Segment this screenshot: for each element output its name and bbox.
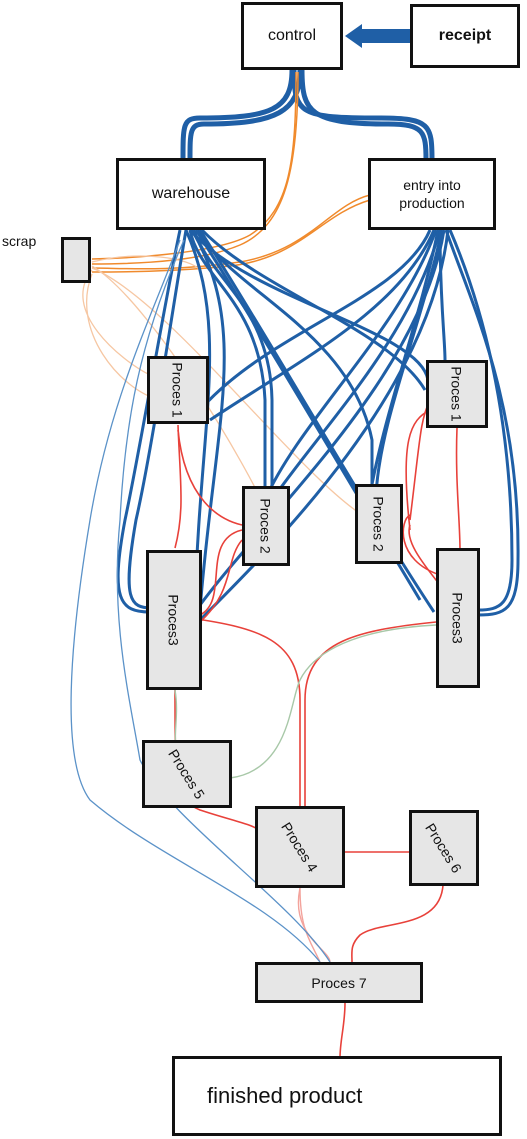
proces-1-right-label: Proces 1 bbox=[449, 366, 465, 422]
proces-1-left-box[interactable]: Proces 1 bbox=[147, 356, 209, 424]
process-faint-red-lines bbox=[297, 887, 331, 963]
proces-2-right-box[interactable]: Proces 2 bbox=[355, 484, 403, 564]
proces-5-box[interactable]: Proces 5 bbox=[142, 740, 232, 808]
proces-1-left-label: Proces 1 bbox=[170, 362, 186, 418]
process-red-lines bbox=[174, 399, 461, 1059]
proces-6-box[interactable]: Proces 6 bbox=[409, 810, 479, 886]
control-box[interactable]: control bbox=[241, 2, 343, 70]
proces-5-label: Proces 5 bbox=[165, 746, 209, 802]
entry-label-line2: production bbox=[399, 195, 465, 211]
warehouse-to-proces7-lines bbox=[70, 239, 331, 963]
warehouse-label: warehouse bbox=[151, 185, 231, 202]
proces-1-right-box[interactable]: Proces 1 bbox=[426, 360, 488, 428]
control-label: control bbox=[267, 27, 317, 44]
proces-7-label: Proces 7 bbox=[311, 974, 367, 991]
proces-2-right-label: Proces 2 bbox=[371, 496, 387, 552]
proces-6-label: Proces 6 bbox=[422, 820, 466, 876]
control-trunk-lines bbox=[180, 69, 435, 161]
proces-3-left-box[interactable]: Proces3 bbox=[146, 550, 202, 690]
finished-product-label: finished product bbox=[207, 1083, 363, 1108]
proces-2-left-label: Proces 2 bbox=[258, 498, 274, 554]
warehouse-box[interactable]: warehouse bbox=[116, 158, 266, 230]
receipt-box[interactable]: receipt bbox=[410, 4, 520, 68]
scrap-label: scrap bbox=[2, 233, 37, 249]
entry-into-production-box[interactable]: entry into production bbox=[368, 158, 496, 230]
proces-7-box[interactable]: Proces 7 bbox=[255, 962, 423, 1003]
entry-label-line1: entry into bbox=[403, 177, 461, 193]
scrap-box[interactable] bbox=[61, 237, 91, 283]
proces-2-left-box[interactable]: Proces 2 bbox=[242, 486, 290, 566]
proces-3-right-box[interactable]: Proces3 bbox=[436, 548, 480, 688]
receipt-to-control-arrow bbox=[345, 24, 412, 48]
proces-4-box[interactable]: Proces 4 bbox=[255, 806, 345, 888]
proces-4-label: Proces 4 bbox=[278, 819, 322, 875]
proces-3-left-label: Proces3 bbox=[166, 594, 183, 646]
proces-3-right-label: Proces3 bbox=[450, 592, 467, 644]
finished-product-box[interactable]: finished product bbox=[172, 1056, 502, 1136]
receipt-label: receipt bbox=[438, 27, 492, 44]
